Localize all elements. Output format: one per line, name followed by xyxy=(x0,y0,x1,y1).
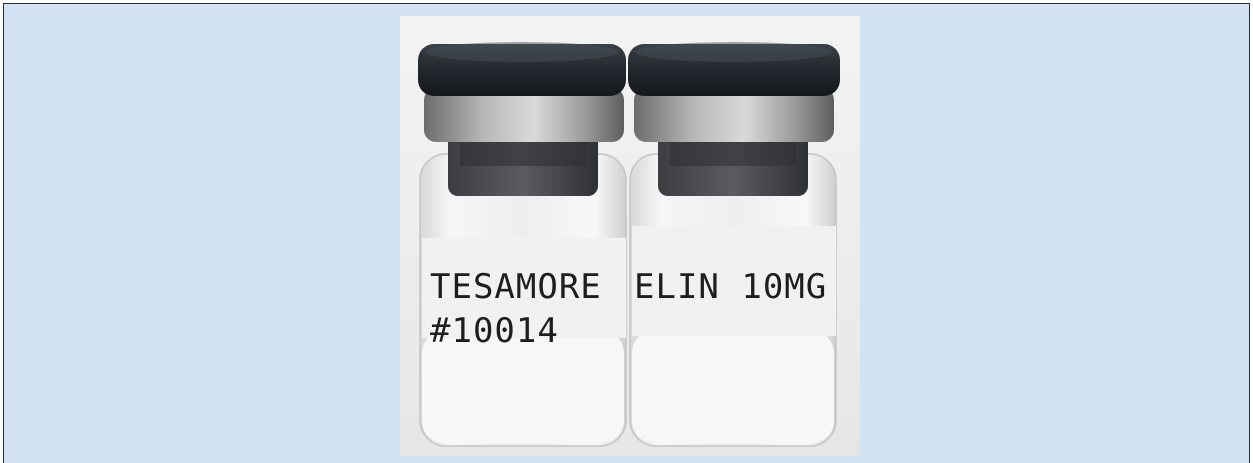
left-vial xyxy=(418,42,627,447)
label-left-line2: #10014 xyxy=(430,311,559,351)
right-vial xyxy=(628,42,840,447)
label-right-line1: ELIN 10MG xyxy=(634,267,827,307)
vials-photo: TESAMORE #10014 ELIN 10MG xyxy=(400,16,860,456)
label-left-line1: TESAMORE xyxy=(430,267,602,307)
vials-illustration: TESAMORE #10014 ELIN 10MG xyxy=(418,42,840,447)
page-frame: TESAMORE #10014 ELIN 10MG xyxy=(3,3,1250,463)
